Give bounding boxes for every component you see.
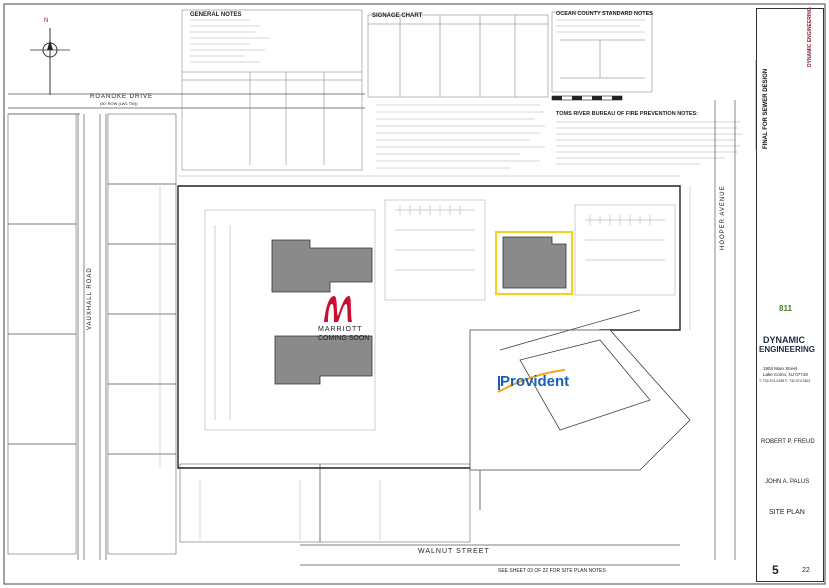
sheet-title: SITE PLAN	[769, 509, 805, 516]
roanoke-drive-label: ROANOKE DRIVE	[90, 94, 154, 100]
north-arrow: N	[30, 18, 70, 95]
adjacent-parcels	[7, 113, 471, 555]
footer-sheet-note: SEE SHEET 03 OF 22 FOR SITE PLAN NOTES	[498, 568, 606, 574]
signage-chart-table	[367, 14, 549, 98]
parking-stalls	[399, 205, 651, 225]
sheet-border	[3, 3, 826, 585]
firm-name-line-2: ENGINEERING	[759, 345, 816, 354]
marriott-coming-soon: COMING SOON	[318, 335, 370, 342]
signage-chart-title: SIGNAGE CHART	[372, 13, 423, 19]
status-label: FINAL FOR SEWER DESIGN	[763, 68, 769, 149]
dimension-lines	[159, 175, 691, 540]
firm-address: 1904 Main Street	[763, 366, 798, 371]
parking-layout	[204, 199, 676, 431]
hooper-avenue-label: HOOPER AVENUE	[720, 185, 726, 250]
scale-bar	[551, 95, 623, 101]
firm-city: Lake Como, NJ 07719	[763, 372, 808, 377]
firm-name-vertical: DYNAMIC ENGINEERING	[807, 7, 813, 67]
sheet-number: 5	[772, 563, 779, 577]
vauxhall-road-label: VAUXHALL ROAD	[87, 267, 93, 330]
highlighted-building	[495, 231, 573, 295]
firm-name-line-1: DYNAMIC	[763, 335, 805, 345]
fire-prevention-notes-title: TOMS RIVER BUREAU OF FIRE PREVENTION NOT…	[556, 111, 698, 117]
one-call-label: 811	[779, 304, 792, 313]
sheet-total: 22	[802, 567, 810, 574]
notes-text-lines	[190, 19, 742, 169]
general-notes-table	[181, 9, 363, 171]
ocean-county-table	[551, 11, 653, 93]
roanoke-drive-row: (50' ROW (LWL TW))	[100, 101, 138, 106]
hotel-building	[271, 239, 373, 385]
bank-parcel	[469, 309, 691, 510]
walnut-street-label: WALNUT STREET	[418, 548, 490, 555]
general-notes-title: GENERAL NOTES	[190, 12, 242, 18]
provident-brand-text: Provident	[500, 373, 570, 390]
street-lines	[8, 93, 736, 566]
engineer-name-2: JOHN A. PALUS	[765, 479, 810, 485]
firm-phone: T: 732.974.0198 F: 732.974.3521	[759, 379, 811, 383]
svg-text:N: N	[44, 18, 48, 24]
ocean-county-notes-title: OCEAN COUNTY STANDARD NOTES	[556, 11, 653, 17]
marriott-brand-text: MARRIOTT	[318, 326, 363, 333]
provident-logo	[497, 369, 566, 393]
marriott-logo	[324, 296, 352, 322]
engineer-name-1: ROBERT P. FREUD	[761, 439, 815, 445]
title-block: FINAL FOR SEWER DESIGN DYNAMIC ENGINEERI…	[756, 7, 824, 582]
